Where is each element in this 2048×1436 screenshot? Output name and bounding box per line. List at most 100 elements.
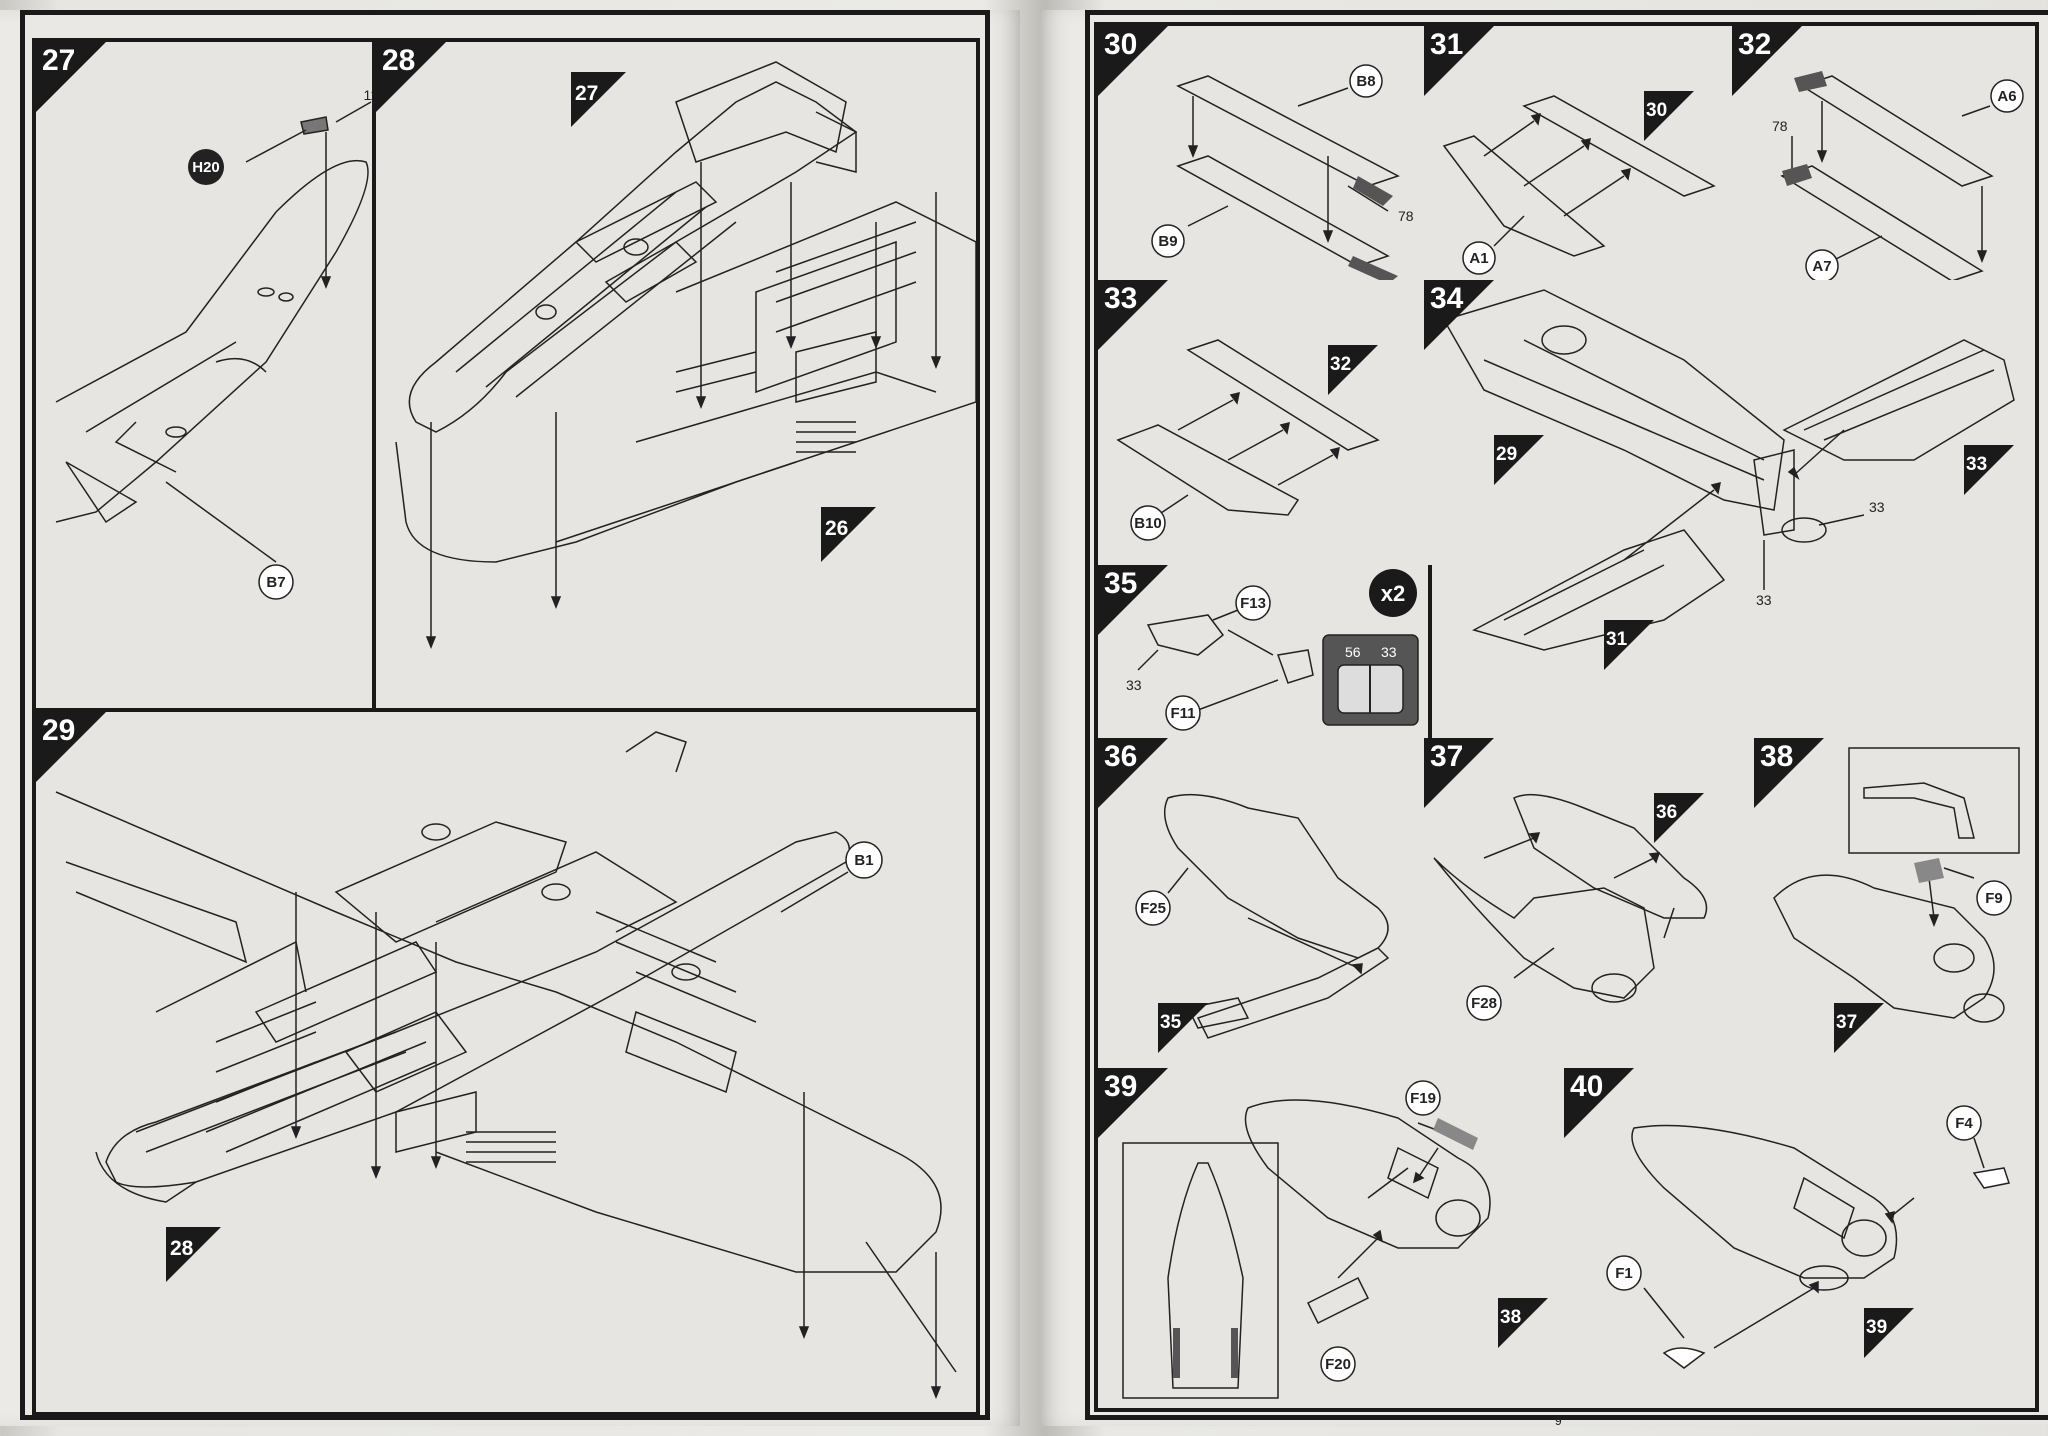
step-39-reference-badge: 39	[1864, 1308, 1914, 1358]
step-39-illustration: F19 F20 38	[1122, 1080, 1548, 1399]
number-label-33: 33	[1381, 644, 1397, 660]
svg-text:F28: F28	[1471, 995, 1497, 1012]
svg-text:F13: F13	[1240, 595, 1266, 612]
number-label-33: 33	[1126, 677, 1142, 693]
step-32-badge: 32	[1732, 26, 1802, 96]
svg-text:x2: x2	[1381, 581, 1405, 606]
step-30-number: 30	[1104, 28, 1138, 61]
part-callout-b9: B9	[1151, 224, 1185, 258]
inset-detail-box	[1122, 1142, 1279, 1399]
part-callout-f11: F11	[1165, 695, 1201, 731]
svg-text:F11: F11	[1170, 705, 1195, 722]
step-33-reference-badge: 33	[1964, 445, 2014, 495]
svg-text:38: 38	[1500, 1307, 1521, 1328]
part-callout-f4: F4	[1946, 1105, 1982, 1141]
svg-text:F1: F1	[1615, 1265, 1633, 1282]
step-27-panel: H20 B7 11 27	[32, 38, 376, 712]
step-40-panel: F4 F1 39 40	[1564, 1068, 2039, 1412]
svg-text:36: 36	[1656, 802, 1677, 823]
svg-text:37: 37	[1836, 1012, 1857, 1033]
step-30-badge: 30	[1098, 26, 1168, 96]
step-40-number: 40	[1570, 1070, 1604, 1103]
step-27-badge: 27	[36, 42, 106, 112]
step-36-illustration: F25 35	[1135, 793, 1390, 1053]
step-37-badge: 37	[1424, 738, 1494, 808]
svg-text:B10: B10	[1134, 515, 1162, 532]
step-38-badge: 38	[1754, 738, 1824, 808]
svg-text:30: 30	[1646, 100, 1667, 121]
svg-text:35: 35	[1160, 1012, 1182, 1033]
part-callout-f9: F9	[1976, 880, 2012, 916]
step-30-panel: B8 B9 78 30	[1094, 22, 1432, 288]
svg-text:B7: B7	[266, 574, 285, 591]
svg-text:B9: B9	[1158, 233, 1177, 250]
part-callout-f13: F13	[1235, 585, 1271, 621]
step-28-panel: 27 26 28	[372, 38, 980, 712]
svg-text:28: 28	[170, 1237, 194, 1260]
svg-text:27: 27	[575, 82, 598, 105]
svg-text:F20: F20	[1325, 1356, 1351, 1373]
svg-text:32: 32	[1330, 354, 1351, 375]
step-31-badge: 31	[1424, 26, 1494, 96]
step-36-panel: F25 35 36	[1094, 738, 1432, 1072]
part-callout-b1: B1	[845, 841, 883, 879]
step-27-illustration: H20 B7 11	[55, 87, 376, 600]
part-callout-a7: A7	[1805, 249, 1839, 283]
step-38-panel: F9 37 38	[1754, 738, 2039, 1072]
step-40-illustration: F4 F1 39	[1606, 1105, 2010, 1369]
part-callout-f25: F25	[1135, 890, 1171, 926]
step-38-reference-badge: 38	[1498, 1298, 1548, 1348]
svg-text:B1: B1	[854, 852, 873, 869]
step-33-number: 33	[1104, 282, 1138, 315]
part-callout-h20: H20	[188, 149, 224, 185]
step-31-number: 31	[1430, 28, 1464, 61]
svg-text:39: 39	[1866, 1317, 1887, 1338]
step-29-illustration: B1 28	[55, 731, 957, 1400]
step-28-number: 28	[382, 44, 416, 77]
step-30-reference-badge: 30	[1644, 91, 1694, 141]
part-callout-f28: F28	[1466, 985, 1502, 1021]
page-number: 9	[1555, 1414, 1562, 1428]
step-32-number: 32	[1738, 28, 1772, 61]
step-39-number: 39	[1104, 1070, 1138, 1103]
number-label-33: 33	[1869, 499, 1885, 515]
number-label-78: 78	[1772, 118, 1788, 134]
svg-text:F19: F19	[1410, 1090, 1436, 1107]
step-40-badge: 40	[1564, 1068, 1634, 1138]
svg-text:33: 33	[1966, 454, 1987, 475]
step-33-panel: B10 32 33	[1094, 280, 1432, 569]
step-39-badge: 39	[1098, 1068, 1168, 1138]
step-36-number: 36	[1104, 740, 1138, 773]
svg-text:29: 29	[1496, 444, 1517, 465]
step-34-panel: 29 33 31 33 33 34	[1424, 280, 2039, 742]
step-36-badge: 36	[1098, 738, 1168, 808]
step-37-reference-badge: 37	[1834, 1003, 1884, 1053]
step-37-panel: F28 36 37	[1424, 738, 1758, 1072]
step-33-badge: 33	[1098, 280, 1168, 350]
step-29-badge: 29	[36, 712, 106, 782]
step-28-badge: 28	[376, 42, 446, 112]
part-callout-b7: B7	[258, 564, 294, 600]
svg-text:F9: F9	[1985, 890, 2003, 907]
number-label-78: 78	[1398, 208, 1414, 224]
step-27-reference-badge: 27	[571, 72, 626, 127]
step-35-illustration: 56 33 x2 F13 F11 33	[1126, 569, 1419, 731]
step-35-reference-badge: 35	[1158, 1003, 1208, 1053]
svg-text:F25: F25	[1140, 900, 1166, 917]
number-label-33: 33	[1756, 592, 1772, 608]
step-39-panel: F19 F20 38 39	[1094, 1068, 1572, 1412]
step-26-reference-badge: 26	[821, 507, 876, 562]
step-29-number: 29	[42, 714, 76, 747]
step-38-illustration: F9 37	[1773, 747, 2020, 1053]
part-callout-f20: F20	[1320, 1346, 1356, 1382]
inset-detail-box	[1848, 747, 2020, 854]
step-31-panel: A1 30 31	[1424, 22, 1736, 288]
step-33-illustration: B10 32	[1116, 339, 1380, 541]
multiplier-badge: x2	[1369, 569, 1417, 617]
svg-text:H20: H20	[192, 159, 220, 176]
step-37-illustration: F28 36	[1433, 793, 1708, 1021]
step-34-illustration: 29 33 31 33 33	[1442, 289, 2015, 670]
step-29-reference-badge: 29	[1494, 435, 1544, 485]
step-35-badge: 35	[1098, 565, 1168, 635]
step-29-panel: B1 28 29	[32, 708, 980, 1416]
